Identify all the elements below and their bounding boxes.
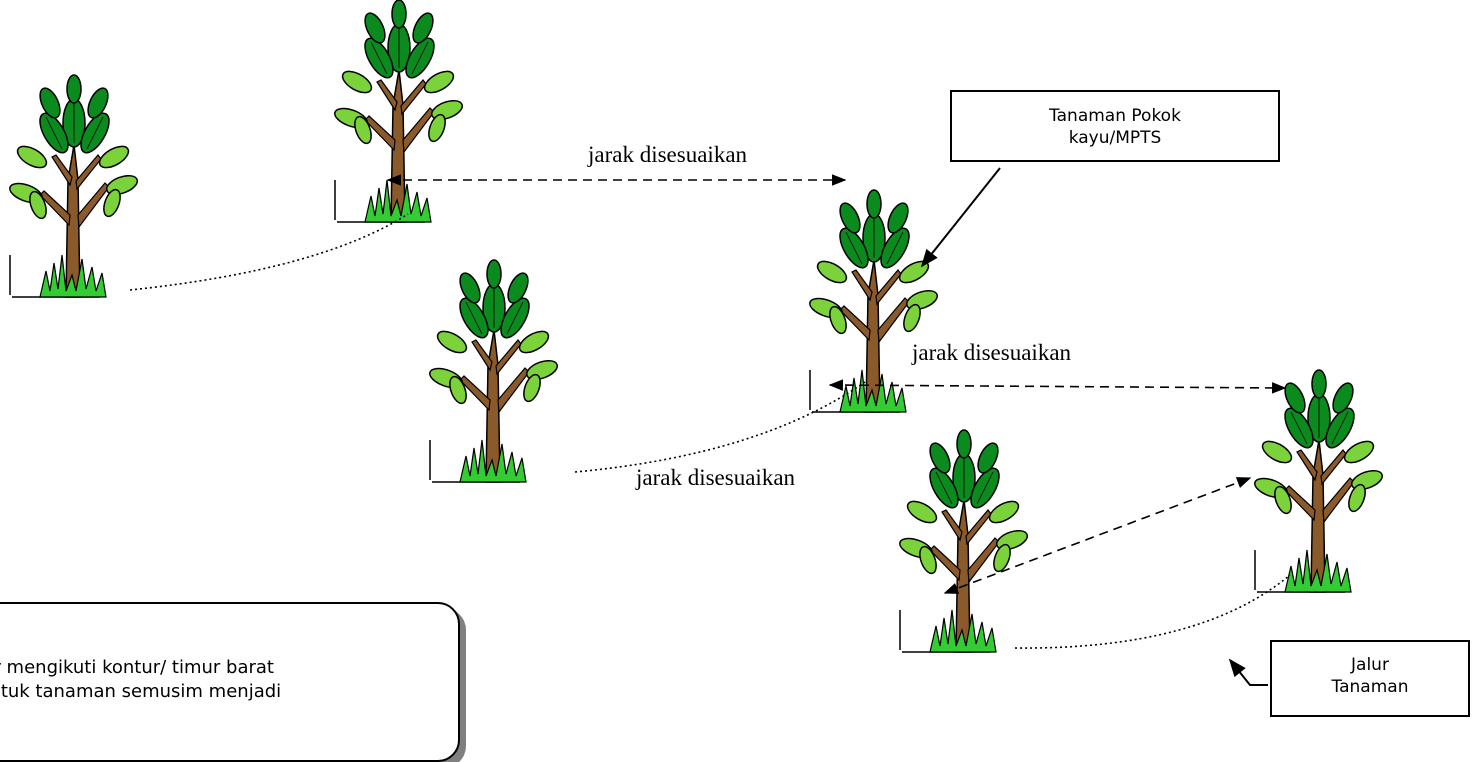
agroforestry-diagram: jarak disesuaikan jarak disesuaikan jara…	[6, 0, 1386, 686]
planting-row-lines	[129, 213, 1291, 649]
callout-tree-line2: kayu/MPTS	[1068, 128, 1162, 148]
callout-tree-pointer	[920, 167, 1001, 268]
spacing-label-bottom: jarak disesuaikan	[635, 465, 796, 490]
note-line2: untuk tanaman semusim menjadi	[0, 681, 282, 702]
callout-row-line2: Tanaman	[1331, 677, 1409, 697]
tree-top-left	[6, 74, 141, 298]
spacing-label-middle: jarak disesuaikan	[911, 340, 1072, 365]
note-box: alur mengikuti kontur/ timur barat untuk…	[0, 602, 460, 762]
tree-top-center	[331, 0, 466, 223]
callout-tree-box: Tanaman Pokok kayu/MPTS	[950, 90, 1280, 162]
spacing-label-top: jarak disesuaikan	[587, 142, 748, 167]
tree-right	[1251, 369, 1386, 593]
spacing-arrow-middle	[828, 379, 1287, 394]
tree-mid-left	[426, 259, 561, 483]
tree-center	[806, 189, 941, 413]
callout-row-line1: Jalur	[1351, 655, 1389, 675]
spacing-arrow-bottom	[943, 477, 1252, 594]
callout-row-pointer	[1228, 658, 1268, 686]
tree-bottom-center	[896, 429, 1031, 653]
note-line1: alur mengikuti kontur/ timur barat	[0, 657, 274, 678]
callout-tree-line1: Tanaman Pokok	[1049, 106, 1181, 126]
callout-row-box: Jalur Tanaman	[1270, 640, 1470, 717]
